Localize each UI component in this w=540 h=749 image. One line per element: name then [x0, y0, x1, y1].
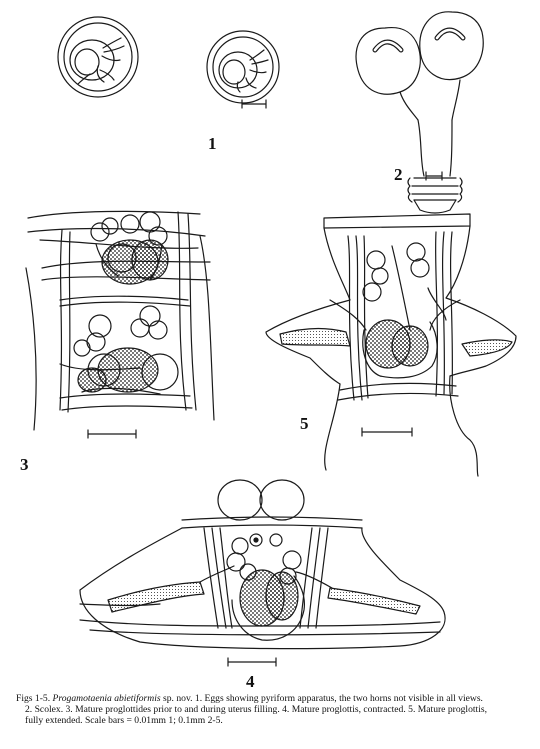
fig5-proglottis-extended — [265, 213, 517, 477]
scale-bar-fig1 — [241, 99, 267, 109]
caption-line3: fully extended. Scale bars = 0.01mm 1; 0… — [25, 715, 223, 726]
caption-species: Progamotaenia abietiformis — [52, 693, 161, 704]
fig2-scolex — [355, 11, 484, 214]
egg-left — [57, 16, 139, 98]
egg-right — [206, 30, 280, 104]
caption-prefix: Figs 1-5. — [16, 693, 53, 704]
figure-label-2: 2 — [394, 165, 403, 184]
figure-label-4: 4 — [246, 672, 255, 691]
figure-label-3: 3 — [20, 455, 29, 474]
fig1-eggs — [57, 16, 280, 109]
figure-label-5: 5 — [300, 414, 309, 433]
fig4-proglottis-contracted — [79, 479, 446, 667]
caption-line1-rest: sp. nov. 1. Eggs showing pyriform appara… — [160, 693, 483, 704]
scale-bar-fig5 — [361, 427, 413, 437]
fig3-proglottides — [25, 210, 215, 439]
caption-line2: 2. Scolex. 3. Mature proglottides prior … — [25, 704, 488, 715]
scale-bar-fig4 — [227, 657, 277, 667]
figure-plate — [25, 11, 517, 667]
figure-caption: Figs 1-5. Progamotaenia abietiformis sp.… — [16, 693, 531, 726]
scale-bar-fig3 — [87, 429, 137, 439]
scale-bar-fig2 — [425, 171, 443, 181]
figure-label-1: 1 — [208, 134, 217, 153]
